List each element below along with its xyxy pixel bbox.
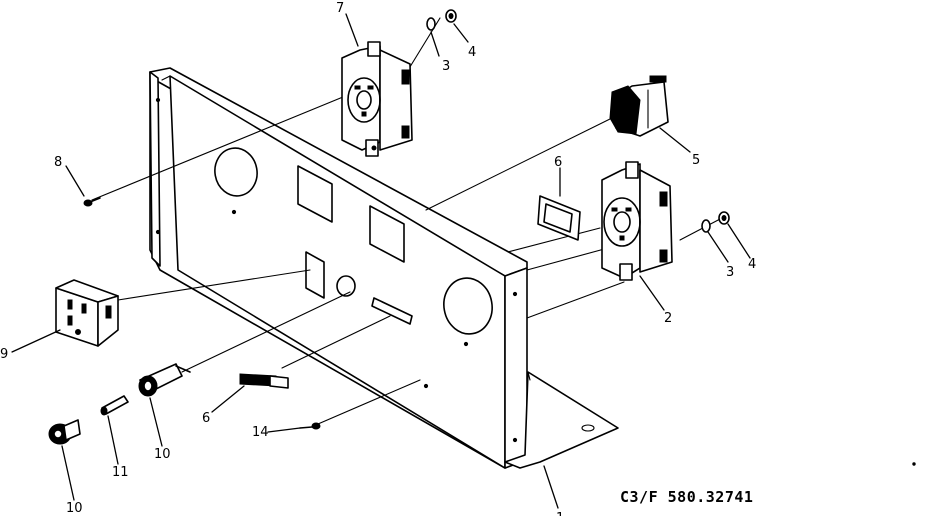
screw-14 <box>299 422 321 430</box>
callout-3-right: 3 <box>726 265 734 280</box>
washer-top <box>426 17 436 31</box>
callout-7: 7 <box>336 1 344 16</box>
callout-9: 9 <box>0 347 8 362</box>
screw-8 <box>83 197 101 207</box>
callout-labels: 7 3 4 5 6 2 3 4 8 9 10 11 10 6 14 1 <box>0 1 756 516</box>
callout-3-top: 3 <box>442 59 450 74</box>
callout-4-right: 4 <box>748 257 756 272</box>
callout-leaders <box>11 13 751 509</box>
control-panel <box>149 67 619 469</box>
fuse <box>100 395 129 416</box>
callout-10-holder: 10 <box>154 447 171 462</box>
callout-8: 8 <box>54 155 62 170</box>
rocker-switch <box>609 75 669 137</box>
twist-lock-receptacle-top <box>341 41 413 157</box>
callout-5: 5 <box>692 153 700 168</box>
duplex-outlet <box>55 279 119 347</box>
callout-6-lower: 6 <box>202 411 210 426</box>
toggle-switch-lower <box>239 373 289 389</box>
callout-14: 14 <box>252 425 269 440</box>
diagram-reference-number: C3/F 580.32741 <box>620 488 753 506</box>
callout-4-top: 4 <box>468 45 476 60</box>
twist-lock-receptacle-right <box>601 161 673 281</box>
speck <box>912 462 916 466</box>
callout-2: 2 <box>664 311 672 326</box>
callout-1: 1 <box>556 511 564 516</box>
nut-right <box>718 211 730 225</box>
callout-6-top: 6 <box>554 155 562 170</box>
callout-10-cap: 10 <box>66 501 83 516</box>
fuse-holder <box>138 363 191 397</box>
fuse-cap <box>48 419 81 445</box>
washer-right <box>701 219 711 233</box>
callout-11: 11 <box>112 465 129 480</box>
nut-top <box>445 9 457 23</box>
switch-bezel <box>537 195 581 241</box>
